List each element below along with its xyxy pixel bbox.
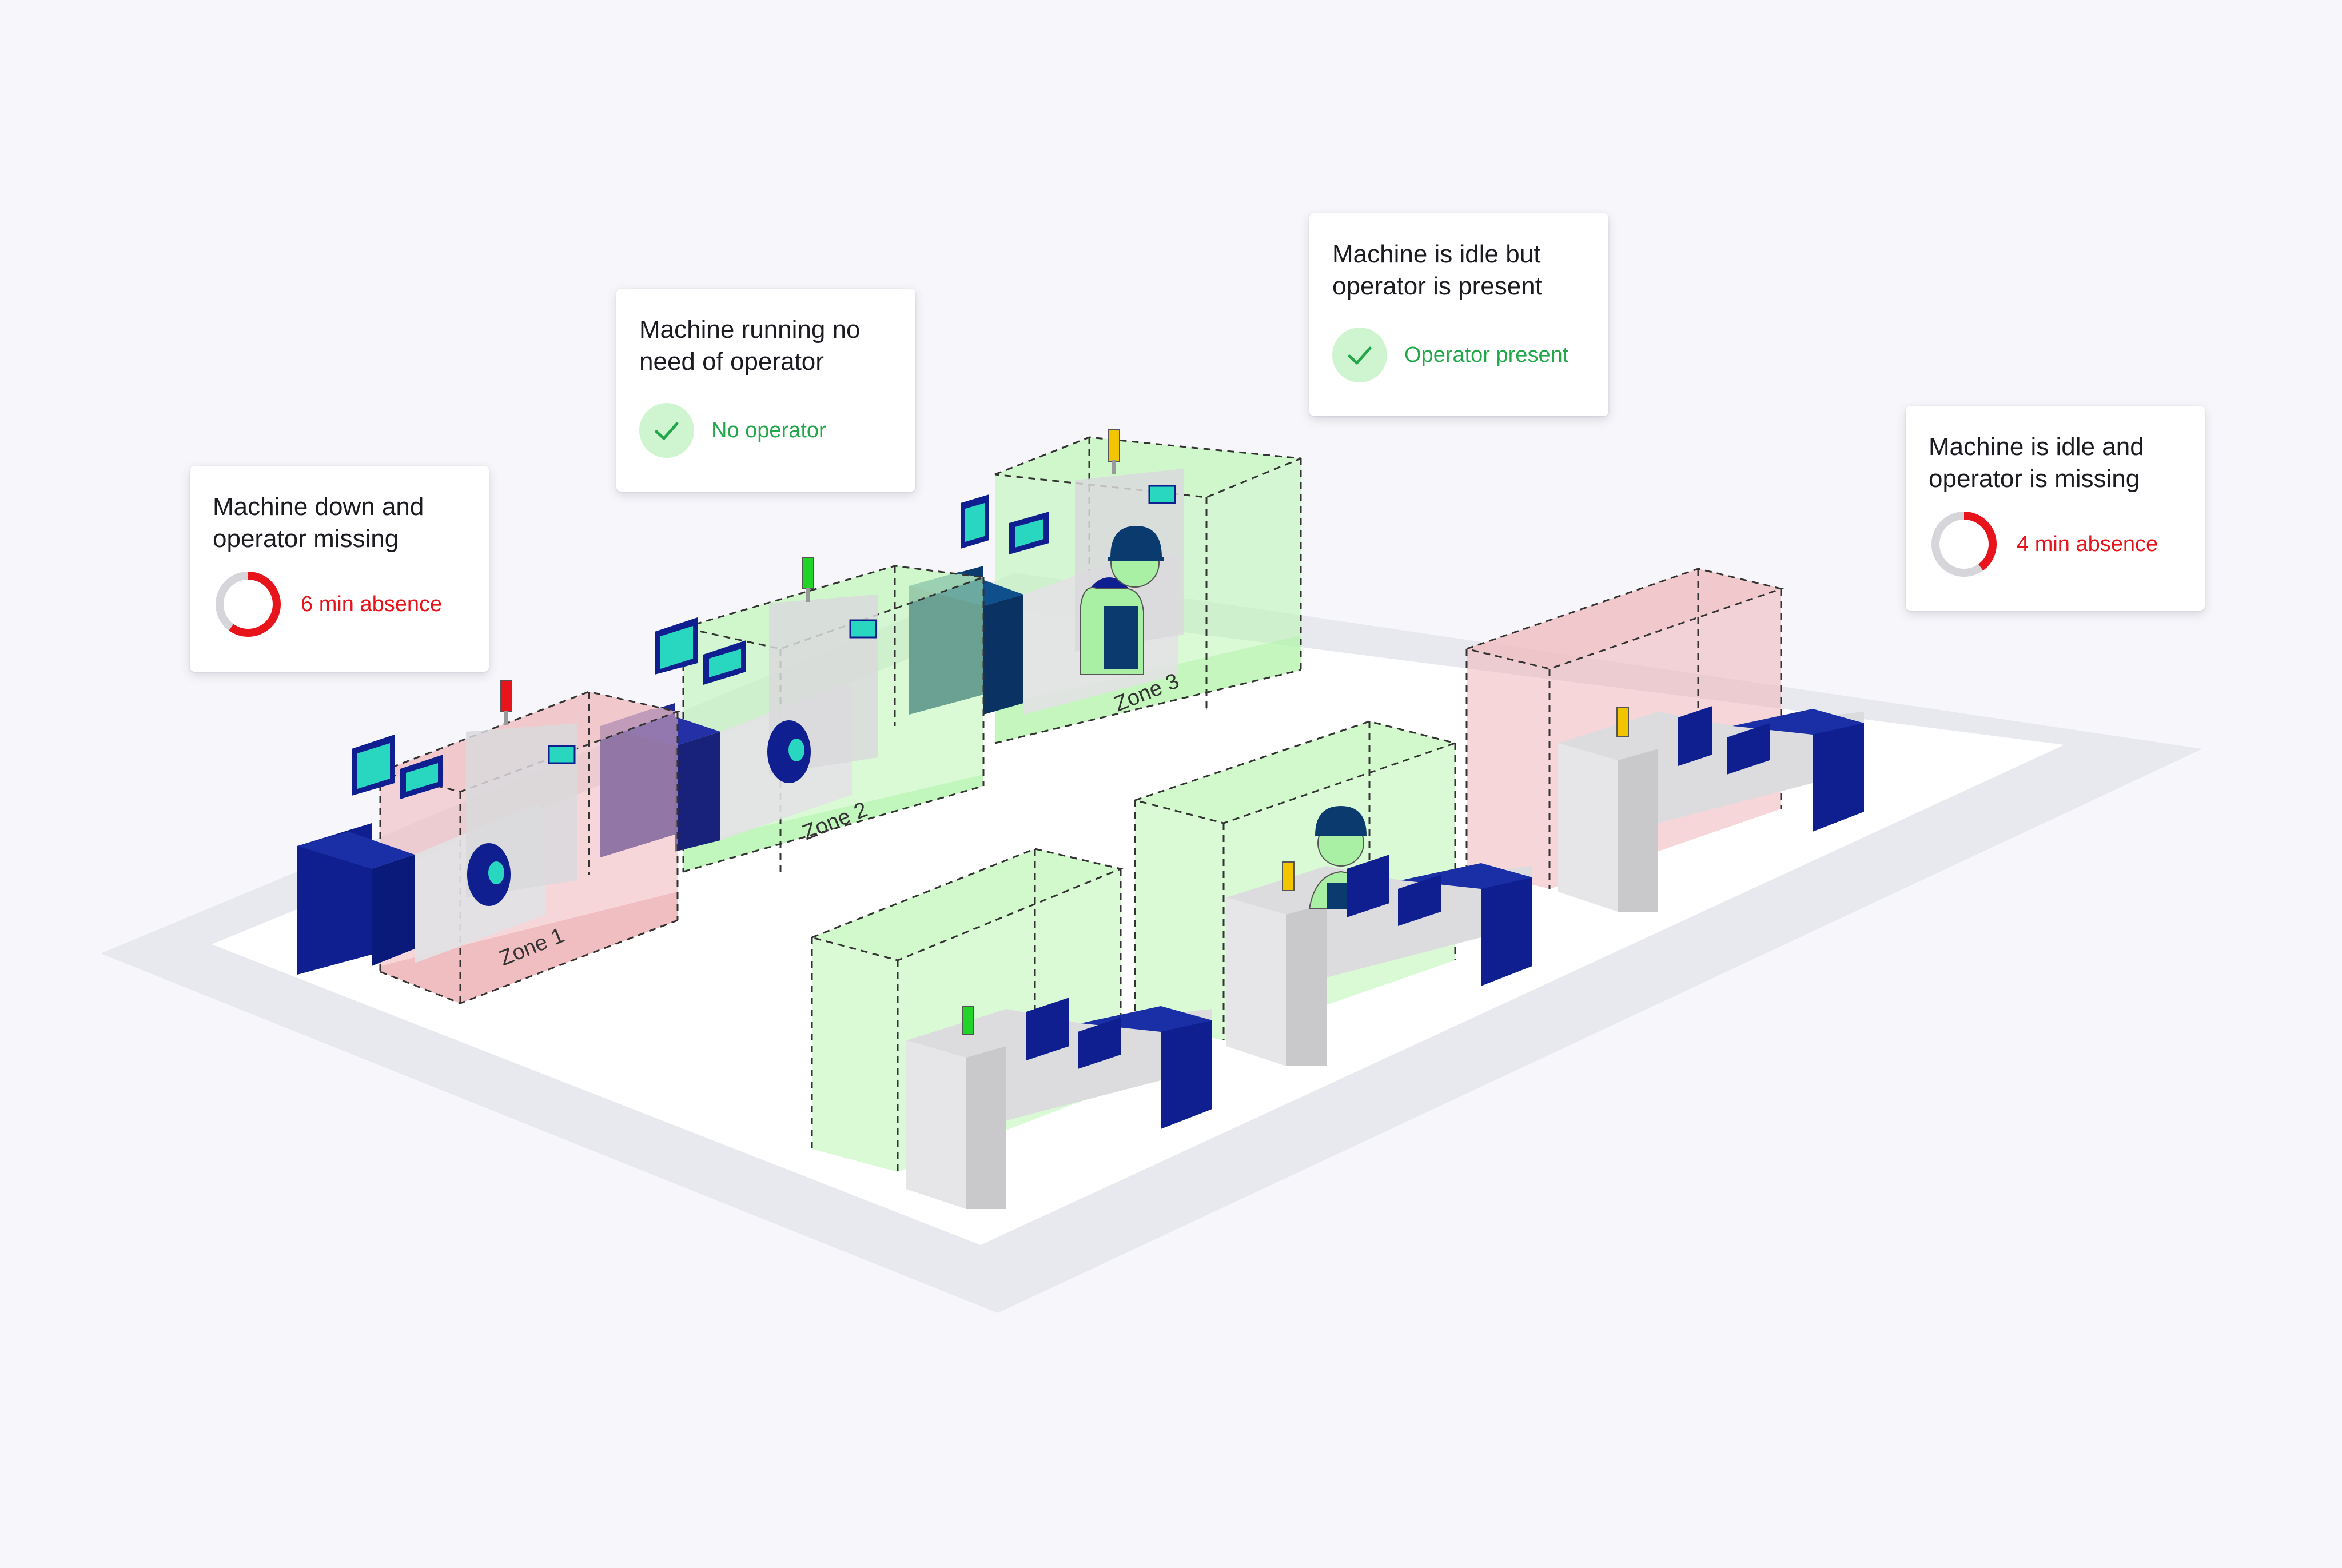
absence-ring-icon (216, 572, 281, 637)
ok-status: Operator present (1332, 328, 1568, 382)
card-title: Machine down and operator missing (213, 493, 424, 553)
absence-ring-icon (1931, 512, 1997, 577)
card-title: Machine is idle and operator is missing (1929, 433, 2144, 493)
status-card-right: Machine is idle and operator is missing … (1906, 406, 2205, 611)
absence-status: 6 min absence (213, 569, 442, 640)
absence-label: 4 min absence (2017, 532, 2158, 556)
card-title: Machine is idle but operator is present (1332, 240, 1542, 300)
ok-status: No operator (639, 403, 826, 458)
card-title: Machine running no need of operator (639, 316, 861, 376)
status-card-zone-2: Machine running no need of operator No o… (616, 289, 915, 492)
zone-green-front (811, 848, 1212, 1209)
zone-green-middle (1134, 720, 1532, 1066)
zone-1-area: Zone 1 (297, 680, 681, 1004)
status-card-zone-1: Machine down and operator missing 6 min … (190, 466, 489, 672)
zone-red-right (1465, 568, 1864, 912)
check-icon (1332, 328, 1387, 382)
ok-label: No operator (711, 418, 826, 442)
check-icon (639, 403, 694, 458)
zone-2-area: Zone 2 (600, 557, 985, 873)
status-card-zone-3: Machine is idle but operator is present … (1309, 213, 1608, 416)
ok-label: Operator present (1404, 342, 1569, 367)
absence-label: 6 min absence (301, 592, 443, 616)
absence-status: 4 min absence (1929, 509, 2158, 580)
